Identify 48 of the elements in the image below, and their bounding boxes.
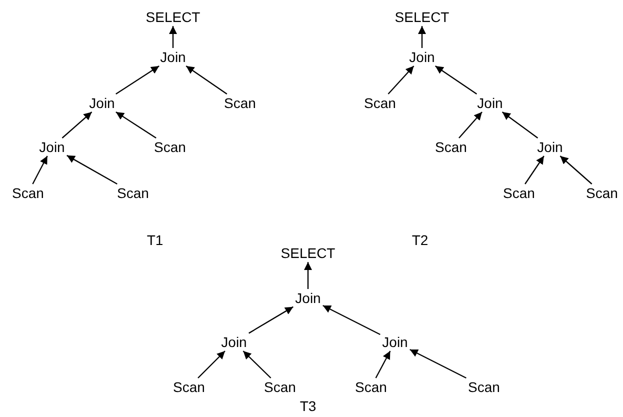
arrow (434, 66, 478, 94)
arrow (66, 154, 118, 185)
tree-caption: T2 (412, 233, 428, 247)
arrow (186, 66, 228, 94)
tree-node-label: Scan (586, 186, 618, 200)
arrow (502, 112, 538, 138)
arrow (560, 156, 592, 184)
arrow (198, 350, 226, 378)
tree-node-label: Scan (12, 186, 44, 200)
tree-node-label: Scan (264, 380, 296, 394)
tree-node-label: Scan (224, 96, 256, 110)
tree-node-label: Join (295, 291, 321, 305)
tree-node-label: Scan (468, 380, 500, 394)
tree-node-label: Scan (355, 380, 387, 394)
tree-node-label: Join (382, 335, 408, 349)
arrow (116, 66, 160, 94)
tree-node-label: Join (160, 50, 186, 64)
arrow (388, 66, 414, 94)
arrow (169, 26, 177, 48)
tree-node-label: Join (39, 140, 65, 154)
tree-node-label: Scan (435, 140, 467, 154)
arrow (418, 26, 426, 48)
arrow (242, 350, 272, 378)
tree-node-label: Scan (117, 186, 149, 200)
tree-node-label: SELECT (394, 10, 450, 24)
tree-node-label: Scan (503, 186, 535, 200)
tree-node-label: SELECT (280, 246, 336, 260)
tree-caption: T1 (146, 233, 164, 247)
arrow (116, 112, 156, 138)
tree-node-label: Scan (364, 96, 396, 110)
tree-node-label: Join (477, 96, 503, 110)
tree-node-label: SELECT (146, 10, 200, 24)
tree-node-label: Join (221, 335, 247, 349)
tree-node-label: Scan (154, 140, 186, 154)
tree-node-label: Join (537, 140, 563, 154)
arrow (62, 112, 92, 138)
tree-node-label: Join (89, 96, 115, 110)
arrow (322, 304, 380, 336)
arrow (32, 156, 48, 184)
arrow (375, 350, 391, 378)
tree-node-label: Join (409, 50, 435, 64)
tree-caption: T3 (300, 399, 316, 413)
arrow (304, 262, 312, 289)
arrow (458, 112, 482, 138)
arrow (524, 156, 544, 184)
arrow (410, 348, 466, 379)
tree-node-label: Scan (173, 380, 205, 394)
arrow (248, 306, 294, 334)
